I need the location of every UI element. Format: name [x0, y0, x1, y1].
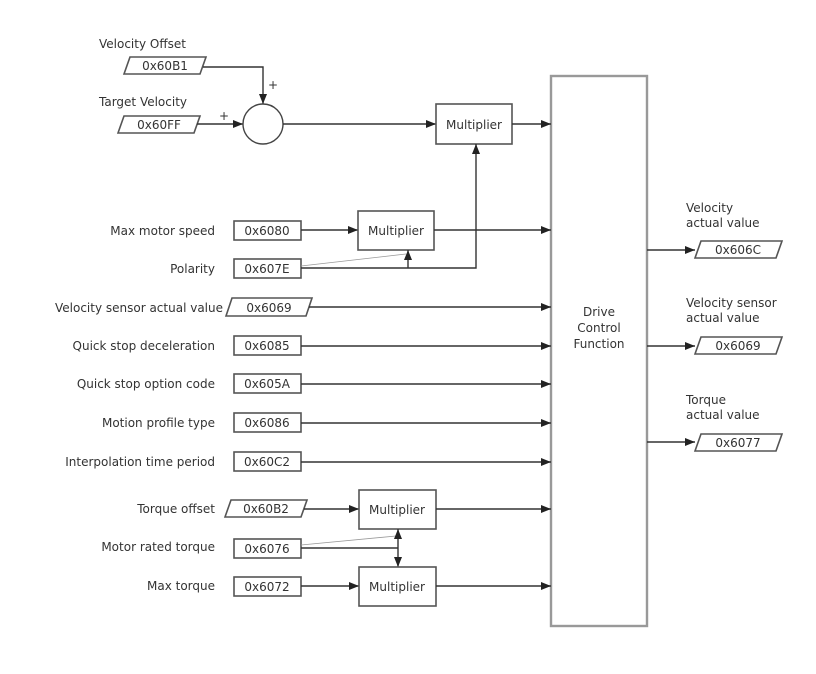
max-torque-label: Max torque: [147, 579, 215, 593]
motor-rated-torque-input: Motor rated torque 0x6076: [101, 529, 402, 567]
motor-rated-torque-thin-wire: [300, 535, 397, 546]
interp-time-input: Interpolation time period 0x60C2: [65, 451, 551, 472]
speed-multiplier-label: Multiplier: [368, 224, 424, 238]
torque-offset-multiplier: Multiplier: [358, 489, 437, 530]
quick-stop-decel-label: Quick stop deceleration: [73, 339, 215, 353]
velocity-offset-index: 0x60B1: [142, 59, 188, 73]
speed-multiplier: Multiplier: [357, 210, 435, 251]
quick-stop-option-index: 0x605A: [244, 377, 291, 391]
velocity-actual-label-2: actual value: [686, 216, 760, 230]
target-velocity-input: Target Velocity 0x60FF +: [98, 95, 243, 134]
velocity-offset-label: Velocity Offset: [99, 37, 186, 51]
max-torque-multiplier-label: Multiplier: [369, 580, 425, 594]
velocity-offset-sign: +: [268, 78, 278, 92]
max-motor-speed-input: Max motor speed 0x6080: [110, 220, 358, 241]
target-velocity-label: Target Velocity: [98, 95, 187, 109]
velocity-actual-output: Velocity actual value 0x606C: [647, 201, 784, 259]
torque-actual-label-2: actual value: [686, 408, 760, 422]
motor-rated-torque-index: 0x6076: [244, 542, 289, 556]
velocity-multiplier-label: Multiplier: [446, 118, 502, 132]
summing-junction: [242, 103, 284, 145]
interp-time-index: 0x60C2: [244, 455, 290, 469]
torque-actual-output: Torque actual value 0x6077: [647, 393, 784, 452]
quick-stop-option-input: Quick stop option code 0x605A: [77, 373, 551, 394]
velocity-offset-input: Velocity Offset 0x60B1 +: [99, 37, 278, 104]
polarity-label: Polarity: [170, 262, 215, 276]
torque-actual-index: 0x6077: [715, 436, 760, 450]
torque-offset-index: 0x60B2: [243, 502, 289, 516]
velocity-offset-wire: [203, 66, 267, 104]
velocity-multiplier: Multiplier: [435, 103, 513, 145]
interp-time-label: Interpolation time period: [65, 455, 215, 469]
motion-profile-label: Motion profile type: [102, 416, 215, 430]
target-velocity-index: 0x60FF: [137, 118, 181, 132]
max-motor-speed-index: 0x6080: [244, 224, 289, 238]
drive-control-label-1: Drive: [583, 305, 615, 319]
velocity-actual-label-1: Velocity: [686, 201, 733, 215]
polarity-to-velocity-multiplier-wire: [301, 144, 480, 269]
drive-control-function-block: Drive Control Function: [549, 74, 649, 628]
velocity-actual-index: 0x606C: [715, 243, 761, 257]
quick-stop-decel-input: Quick stop deceleration 0x6085: [73, 335, 551, 356]
velocity-sensor-actual-index: 0x6069: [715, 339, 760, 353]
max-motor-speed-label: Max motor speed: [110, 224, 215, 238]
polarity-input: Polarity 0x607E: [170, 144, 480, 279]
velocity-sensor-label: Velocity sensor actual value: [55, 301, 223, 315]
drive-control-label-3: Function: [573, 337, 624, 351]
motion-profile-input: Motion profile type 0x6086: [102, 412, 551, 433]
max-torque-input: Max torque 0x6072: [147, 576, 359, 597]
drive-control-label-2: Control: [577, 321, 620, 335]
velocity-sensor-actual-label-2: actual value: [686, 311, 760, 325]
torque-actual-label-1: Torque: [685, 393, 726, 407]
polarity-thin-wire: [300, 253, 407, 267]
motion-profile-index: 0x6086: [244, 416, 289, 430]
quick-stop-decel-index: 0x6085: [244, 339, 289, 353]
velocity-sensor-actual-label-1: Velocity sensor: [686, 296, 777, 310]
torque-offset-label: Torque offset: [136, 502, 215, 516]
velocity-sensor-input: Velocity sensor actual value 0x6069: [55, 297, 551, 317]
quick-stop-option-label: Quick stop option code: [77, 377, 215, 391]
max-torque-index: 0x6072: [244, 580, 289, 594]
target-velocity-sign: +: [219, 109, 229, 123]
polarity-index: 0x607E: [244, 262, 289, 276]
velocity-sensor-index: 0x6069: [246, 301, 291, 315]
max-torque-multiplier: Multiplier: [358, 566, 437, 607]
torque-offset-multiplier-label: Multiplier: [369, 503, 425, 517]
velocity-sensor-actual-output: Velocity sensor actual value 0x6069: [647, 296, 784, 355]
torque-offset-input: Torque offset 0x60B2: [136, 499, 359, 518]
motor-rated-torque-label: Motor rated torque: [101, 540, 215, 554]
